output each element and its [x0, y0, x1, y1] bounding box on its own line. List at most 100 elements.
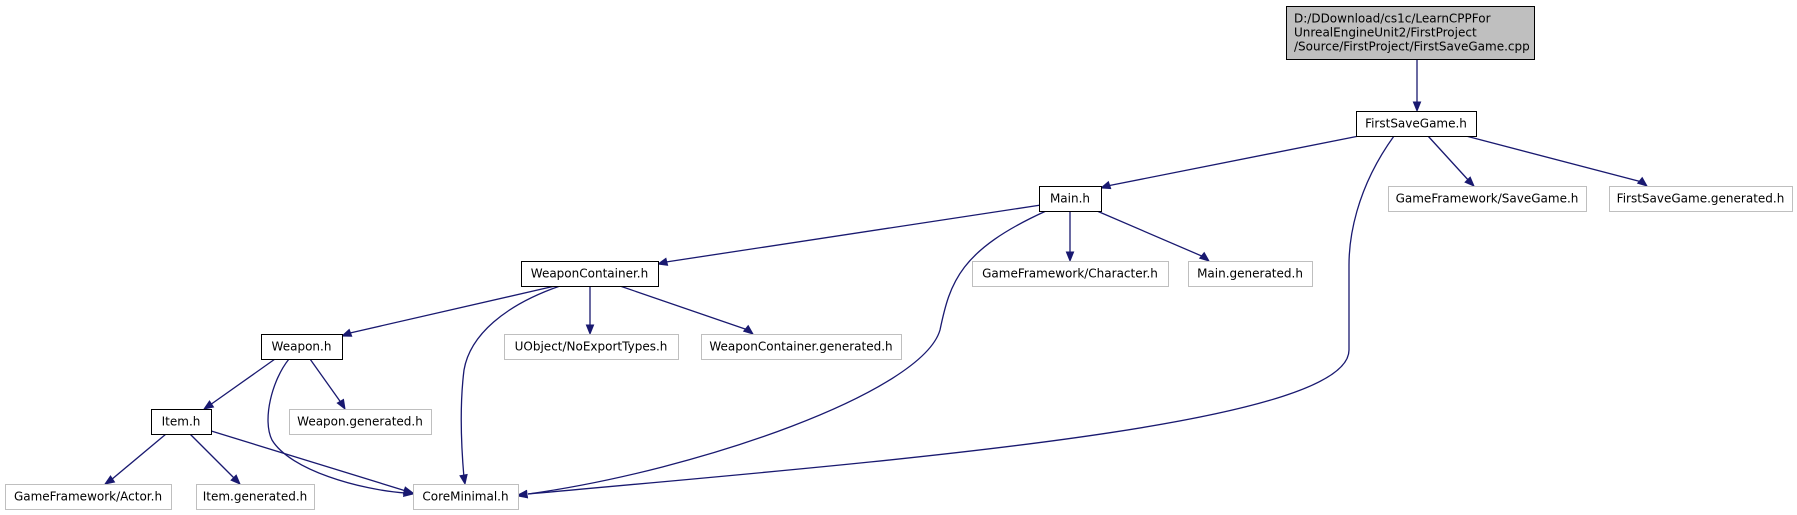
node-box — [1356, 111, 1477, 137]
nodes-layer: D:/DDownload/cs1c/LearnCPPForUnrealEngin… — [5, 6, 1793, 510]
edge-arrowhead — [1464, 176, 1475, 187]
node-box — [289, 409, 432, 435]
node-box — [413, 484, 519, 510]
edge-weapon_h-to-weapon_generated_h — [309, 358, 346, 411]
edge-arrowhead — [585, 324, 595, 336]
edge-weaponcontainer_h-to-coreminimal_h — [459, 285, 561, 486]
node-weapon-generated-h: Weapon.generated.h — [289, 409, 432, 435]
edge-item_h-to-actor_h — [103, 433, 167, 485]
edge-line — [349, 285, 556, 334]
edge-arrowhead — [516, 489, 528, 499]
edge-arrowhead — [742, 324, 755, 335]
edge-line — [189, 433, 237, 481]
node-weaponcontainer-h[interactable]: WeaponContainer.h — [521, 261, 659, 287]
edge-arrowhead — [656, 257, 669, 266]
node-savegame-h: GameFramework/SaveGame.h — [1388, 186, 1587, 212]
edge-line — [1427, 135, 1471, 183]
node-label: Item.h — [162, 415, 201, 429]
node-box — [1188, 261, 1313, 287]
edge-firstsavegame_h-to-firstsavegame_generated_h — [1465, 135, 1649, 187]
edge-arrowhead — [1198, 251, 1211, 262]
node-box — [5, 484, 172, 510]
node-label: Main.generated.h — [1197, 267, 1303, 281]
node-label: FirstSaveGame.generated.h — [1617, 192, 1785, 206]
edge-arrowhead — [103, 475, 116, 485]
edge-line — [309, 358, 343, 405]
edge-line — [1465, 135, 1643, 183]
node-label: WeaponContainer.generated.h — [709, 340, 892, 354]
edge-item_h-to-coreminimal_h — [207, 429, 415, 495]
node-label: Main.h — [1050, 192, 1090, 206]
node-noexporttypes-h: UObject/NoExportTypes.h — [504, 334, 679, 360]
edge-line — [665, 204, 1042, 263]
edge-firstsavegame_h-to-savegame_h — [1427, 135, 1475, 187]
node-label: GameFramework/Character.h — [982, 267, 1158, 281]
node-box — [1286, 6, 1535, 60]
edge-item_h-to-item_generated_h — [189, 433, 241, 485]
node-firstsavegame-h[interactable]: FirstSaveGame.h — [1356, 111, 1477, 137]
edge-line — [460, 285, 561, 479]
edge-arrowhead — [336, 398, 346, 411]
edge-line — [619, 285, 749, 331]
edge-weapon_h-to-item_h — [202, 358, 276, 410]
edge-line — [1106, 135, 1360, 187]
node-label: D:/DDownload/cs1c/LearnCPPFor — [1294, 12, 1491, 26]
edge-main_h-to-coreminimal_h — [516, 210, 1047, 499]
edge-arrowhead — [1636, 176, 1649, 187]
node-main-generated-h: Main.generated.h — [1188, 261, 1313, 287]
edge-line — [1096, 210, 1205, 258]
edge-arrowhead — [1099, 180, 1112, 190]
node-label: UObject/NoExportTypes.h — [515, 340, 668, 354]
node-label: GameFramework/SaveGame.h — [1396, 192, 1579, 206]
node-box — [701, 334, 902, 360]
edge-line — [267, 358, 407, 494]
edge-weaponcontainer_h-to-weaponcontainer_generated_h — [619, 285, 755, 335]
edge-arrowhead — [1412, 101, 1422, 113]
node-box — [196, 484, 315, 510]
node-box — [504, 334, 679, 360]
edge-arrowhead — [459, 473, 468, 486]
edges-layer — [103, 59, 1649, 499]
edge-main_h-to-main_generated_h — [1096, 210, 1211, 262]
node-label: Weapon.generated.h — [297, 415, 423, 429]
node-character-h: GameFramework/Character.h — [972, 261, 1169, 287]
node-item-h[interactable]: Item.h — [151, 409, 212, 435]
node-label: WeaponContainer.h — [531, 267, 648, 281]
edge-firstsavegame_h-to-main_h — [1099, 135, 1360, 190]
edge-weaponcontainer_h-to-weapon_h — [340, 285, 556, 337]
node-weaponcontainer-generated-h: WeaponContainer.generated.h — [701, 334, 902, 360]
node-weapon-h[interactable]: Weapon.h — [261, 334, 343, 360]
node-label: /Source/FirstProject/FirstSaveGame.cpp — [1294, 40, 1530, 54]
edge-line — [110, 433, 167, 481]
node-actor-h: GameFramework/Actor.h — [5, 484, 172, 510]
node-coreminimal-h: CoreMinimal.h — [413, 484, 519, 510]
node-label: CoreMinimal.h — [422, 490, 508, 504]
edge-arrowhead — [230, 474, 241, 485]
edge-arrowhead — [402, 486, 415, 495]
edge-arrowhead — [202, 400, 215, 410]
node-label: FirstSaveGame.h — [1365, 117, 1467, 131]
node-main-h[interactable]: Main.h — [1039, 186, 1102, 212]
node-box — [261, 334, 343, 360]
edge-line — [207, 429, 407, 492]
node-firstsavegame-generated-h: FirstSaveGame.generated.h — [1609, 186, 1793, 212]
node-label: Item.generated.h — [203, 490, 308, 504]
edge-arrowhead — [1065, 251, 1075, 263]
node-label: GameFramework/Actor.h — [14, 490, 162, 504]
node-box — [151, 409, 212, 435]
node-label: UnrealEngineUnit2/FirstProject — [1294, 26, 1477, 40]
edge-line — [209, 358, 276, 406]
edge-main_h-to-character_h — [1065, 211, 1075, 263]
edge-main_h-to-weaponcontainer_h — [656, 204, 1042, 266]
node-label: Weapon.h — [272, 340, 332, 354]
node-box — [972, 261, 1169, 287]
edge-line — [527, 135, 1395, 495]
edge-root-to-firstsavegame_h — [1412, 59, 1422, 113]
node-item-generated-h: Item.generated.h — [196, 484, 315, 510]
node-box — [1388, 186, 1587, 212]
node-root: D:/DDownload/cs1c/LearnCPPForUnrealEngin… — [1286, 6, 1535, 60]
node-box — [1609, 186, 1793, 212]
edge-arrowhead — [340, 328, 353, 337]
node-box — [1039, 186, 1102, 212]
